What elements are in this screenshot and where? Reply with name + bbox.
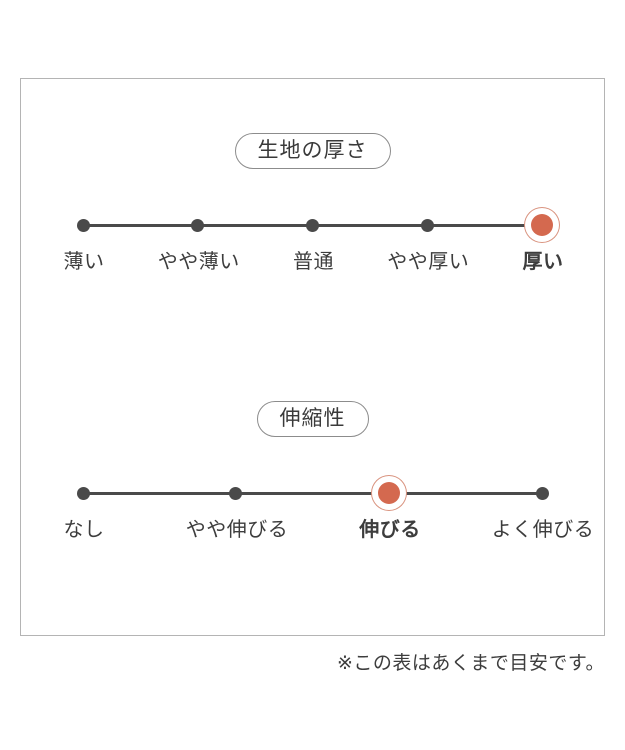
thickness-dot-4-active[interactable] <box>531 214 553 236</box>
thickness-label-1: やや薄い <box>157 251 240 273</box>
thickness-scale <box>40 203 585 247</box>
footnote-text: ※この表はあくまで目安です。 <box>336 653 605 674</box>
stretch-dot-1[interactable] <box>229 486 243 500</box>
stretch-labels: なし やや伸びる 伸びる よく伸びる <box>21 515 606 549</box>
stretch-dot-3[interactable] <box>535 486 549 500</box>
stretch-track <box>83 491 542 495</box>
stretch-label-1: やや伸びる <box>185 519 289 541</box>
thickness-label-2: 普通 <box>293 251 334 273</box>
stretch-scale <box>40 471 585 515</box>
section-stretchiness: 伸縮性 なし やや伸びる 伸びる よく伸びる <box>21 347 604 549</box>
stretch-dot-0[interactable] <box>76 486 90 500</box>
thickness-label-0: 薄い <box>63 251 105 273</box>
section-fabric-thickness: 生地の厚さ 薄い やや薄い 普通 やや厚い 厚い <box>21 79 604 281</box>
stretch-dot-2-active[interactable] <box>377 482 400 504</box>
thickness-dot-2[interactable] <box>306 218 319 232</box>
thickness-title-pill: 生地の厚さ <box>234 133 391 169</box>
stretch-label-3: よく伸びる <box>491 519 595 541</box>
thickness-dot-3[interactable] <box>420 218 434 232</box>
stretch-label-0: なし <box>63 519 105 541</box>
thickness-dot-1[interactable] <box>191 218 205 232</box>
thickness-labels: 薄い やや薄い 普通 やや厚い 厚い <box>21 247 606 281</box>
fabric-spec-card: 生地の厚さ 薄い やや薄い 普通 やや厚い 厚い 伸縮性 なし やや伸びる 伸びる よく伸びる <box>20 78 605 636</box>
stretch-title-wrap: 伸縮性 <box>21 401 604 437</box>
stretch-title-pill: 伸縮性 <box>256 401 369 437</box>
thickness-dot-0[interactable] <box>76 218 90 232</box>
stretch-label-2: 伸びる <box>359 519 421 541</box>
thickness-label-3: やや厚い <box>387 251 470 273</box>
thickness-label-4: 厚い <box>522 251 564 273</box>
thickness-title-wrap: 生地の厚さ <box>21 133 604 169</box>
